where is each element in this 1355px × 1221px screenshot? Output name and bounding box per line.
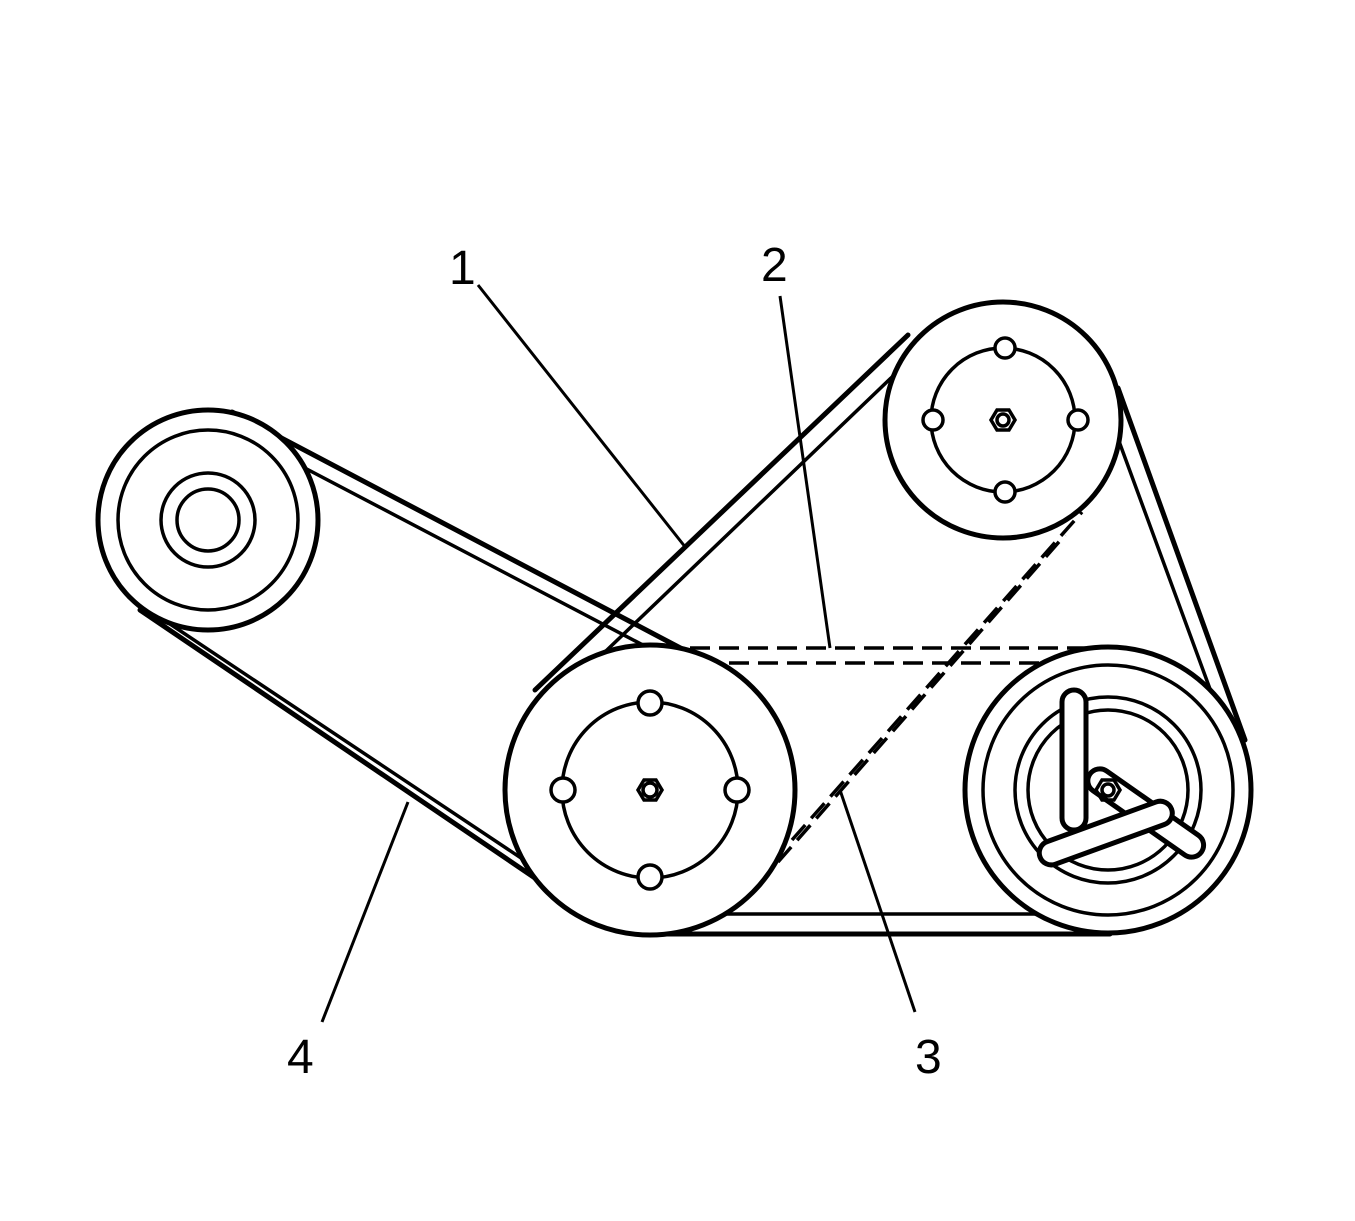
upper-pulley bbox=[882, 299, 1124, 541]
belt-crank-to-upper-pulley bbox=[532, 332, 917, 697]
callout-3: 3 bbox=[915, 1031, 942, 1084]
hex-nut-icon bbox=[1093, 778, 1123, 802]
callout-1: 1 bbox=[449, 242, 476, 295]
leader-line-1 bbox=[476, 284, 688, 549]
callout-2: 2 bbox=[761, 239, 788, 292]
hex-nut-icon bbox=[635, 778, 665, 802]
leader-line-3 bbox=[838, 789, 917, 1013]
tensioner-pulley bbox=[962, 644, 1254, 936]
callout-4: 4 bbox=[287, 1031, 314, 1084]
leader-line-2 bbox=[778, 295, 832, 649]
leader-line-4 bbox=[320, 801, 410, 1023]
belt-upper-to-tensioner bbox=[1100, 385, 1248, 743]
dashed-belt-routing bbox=[690, 510, 1098, 864]
crankshaft-pulley bbox=[502, 642, 798, 938]
idler-pulley-left bbox=[95, 407, 321, 633]
hex-nut-icon bbox=[988, 408, 1018, 432]
